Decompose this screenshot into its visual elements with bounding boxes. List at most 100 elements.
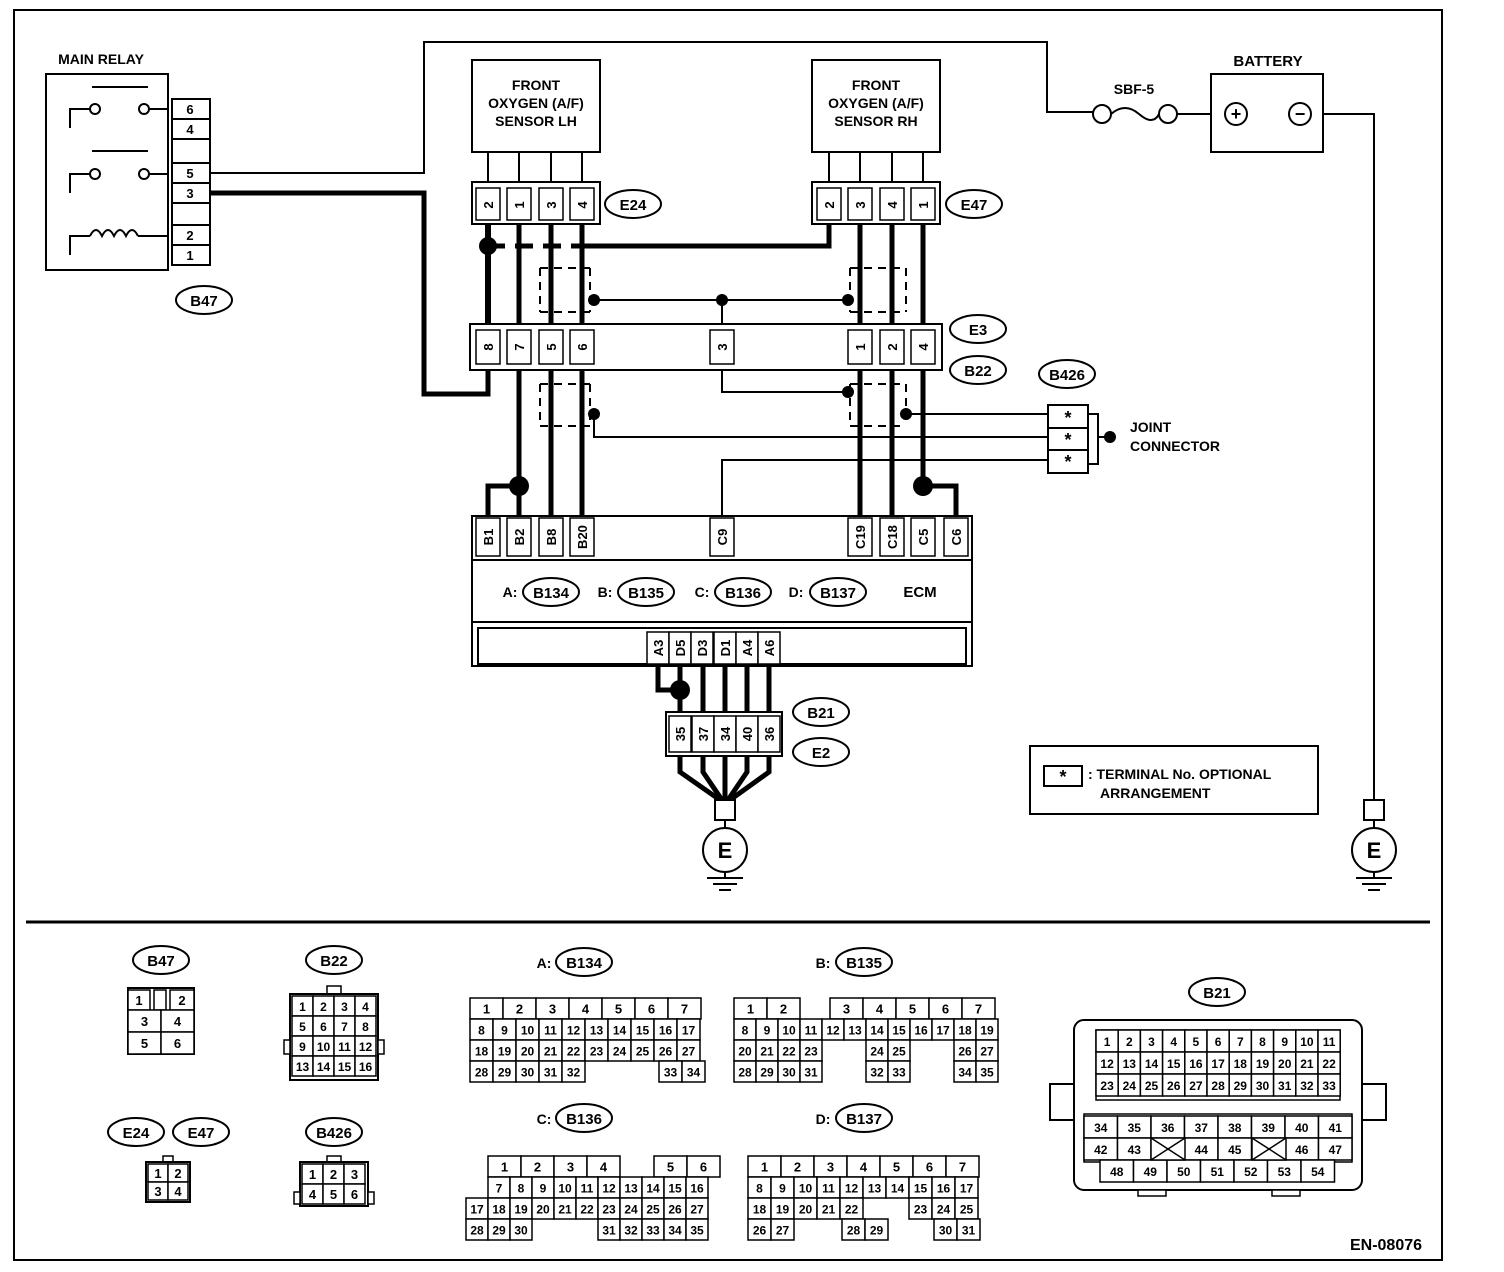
view-b137-pin: 8: [756, 1182, 763, 1196]
view-e24-pin: 3: [154, 1184, 161, 1199]
view-b135-pin: 34: [958, 1066, 972, 1080]
view-b21-pin: 24: [1123, 1079, 1137, 1093]
view-b135-pin: 28: [738, 1066, 752, 1080]
view-e24-pin: 1: [154, 1166, 161, 1181]
view-b135-pin: 26: [958, 1045, 972, 1059]
view-b135-pin: 19: [980, 1024, 994, 1038]
pin-cell: [816, 187, 842, 221]
pin-cell: [910, 517, 936, 557]
b21-pin: 36: [762, 727, 777, 741]
ecm-pin: C18: [885, 525, 900, 549]
view-b22-ear: [377, 1039, 385, 1055]
view-b137-pin: 19: [776, 1203, 790, 1217]
power-wire: [210, 41, 1098, 174]
view-b22-pin: 6: [320, 1020, 327, 1034]
view-b135-pin: 1: [747, 1002, 754, 1017]
view-b136-pin: 3: [567, 1160, 574, 1175]
view-b21-cross: [1251, 1137, 1287, 1161]
view-b135-pin: 9: [764, 1024, 771, 1038]
view-b21-pin: 14: [1145, 1057, 1159, 1071]
view-b21-pin: 34: [1094, 1121, 1108, 1135]
view-b134-pin: 29: [498, 1066, 512, 1080]
pin-cell: [690, 631, 714, 665]
ground-wire-heavy: [677, 756, 722, 803]
battery-plus-terminal: [1224, 102, 1248, 126]
e3-pin: 6: [575, 343, 590, 350]
view-b21-pin: 12: [1100, 1057, 1114, 1071]
view-b134-pin: 21: [544, 1045, 558, 1059]
shield-wire: [721, 459, 1048, 516]
connector-b134: B134: [533, 585, 570, 602]
connector-b22: B22: [964, 363, 992, 380]
connector-b136: B136: [725, 585, 761, 602]
view-b21-pin-cell: [1300, 1159, 1336, 1183]
pin-cell: [475, 187, 501, 221]
relay-contact: [89, 103, 101, 115]
view-b22-pin: 14: [317, 1060, 331, 1074]
view-b137-pin: 16: [937, 1182, 951, 1196]
view-b136-pin: 23: [602, 1203, 616, 1217]
view-e47-title: E47: [188, 1125, 215, 1142]
relay-contact: [138, 168, 150, 180]
view-b426-pin: 6: [351, 1187, 358, 1202]
connector-b135-oval: [617, 577, 675, 607]
view-b21-pin: 54: [1311, 1165, 1325, 1179]
b21-pin: 40: [740, 727, 755, 741]
legend-symbol: *: [1059, 767, 1066, 787]
ecm-b-label: B:: [598, 584, 613, 600]
joint-label-1: JOINT: [1130, 419, 1172, 435]
view-b21-pin: 27: [1189, 1079, 1203, 1093]
connector-b134-oval: [522, 577, 580, 607]
view-b21-pin: 53: [1278, 1165, 1292, 1179]
pin-cell: [475, 517, 501, 557]
view-b135-pin: 13: [848, 1024, 862, 1038]
connector-b137-oval: [809, 577, 867, 607]
view-b136-pin: 7: [496, 1182, 503, 1196]
view-b134-pin: 20: [521, 1045, 535, 1059]
view-b136-pin: 8: [518, 1182, 525, 1196]
connector-b136-oval: [714, 577, 772, 607]
view-b21-pin: 16: [1189, 1057, 1203, 1071]
shield-wire: [721, 370, 848, 393]
sensor-rh-line1: FRONT: [852, 77, 901, 93]
view-b21-pin: 15: [1167, 1057, 1181, 1071]
ecm-pin: C19: [853, 525, 868, 549]
view-b135-pin: 24: [870, 1045, 884, 1059]
junction-dot: [842, 386, 854, 398]
view-b135-pin-cell: [887, 1060, 911, 1083]
view-b137-pin: 23: [914, 1203, 928, 1217]
view-b21-pin: 4: [1170, 1035, 1177, 1049]
e3-pin: 8: [481, 343, 496, 350]
ecm-pin: C5: [916, 529, 931, 546]
legend-box: [1029, 745, 1319, 815]
view-b21-pin: 23: [1100, 1079, 1114, 1093]
view-b137-pin: 30: [939, 1224, 953, 1238]
view-b21-pin: 51: [1211, 1165, 1225, 1179]
view-b135-pin: 17: [936, 1024, 950, 1038]
view-b136-pin: 28: [470, 1224, 484, 1238]
view-b134-pin: 11: [544, 1024, 557, 1038]
ecm-bottom-pin: A6: [762, 640, 777, 657]
view-b136-pin-cell: [509, 1218, 533, 1241]
view-b22-pin: 3: [341, 1000, 348, 1014]
view-b21-pin: 37: [1195, 1121, 1209, 1135]
relay-wire: [69, 173, 90, 193]
view-b136-pin: 27: [690, 1203, 704, 1217]
view-b134-pin: 13: [590, 1024, 604, 1038]
e47-pin: 1: [916, 201, 931, 208]
view-b136-pin: 17: [470, 1203, 484, 1217]
pin-cell: [847, 517, 873, 557]
view-e24-title-oval: [107, 1117, 165, 1147]
connector-e3: E3: [969, 322, 987, 339]
connector-b22-oval: [949, 355, 1007, 385]
view-b134-pin: 8: [478, 1024, 485, 1038]
sensor-lh-box: [471, 59, 601, 153]
ecm-bottom-pin: A3: [651, 640, 666, 657]
view-b21-pin: 52: [1244, 1165, 1258, 1179]
view-b136-pin: 29: [492, 1224, 506, 1238]
view-b135-pin: 30: [782, 1066, 796, 1080]
view-b21-ear: [1361, 1083, 1387, 1121]
view-b134-pin: 16: [659, 1024, 673, 1038]
joint-label-2: CONNECTOR: [1130, 438, 1220, 454]
sensor-lh-line2: OXYGEN (A/F): [488, 95, 584, 111]
